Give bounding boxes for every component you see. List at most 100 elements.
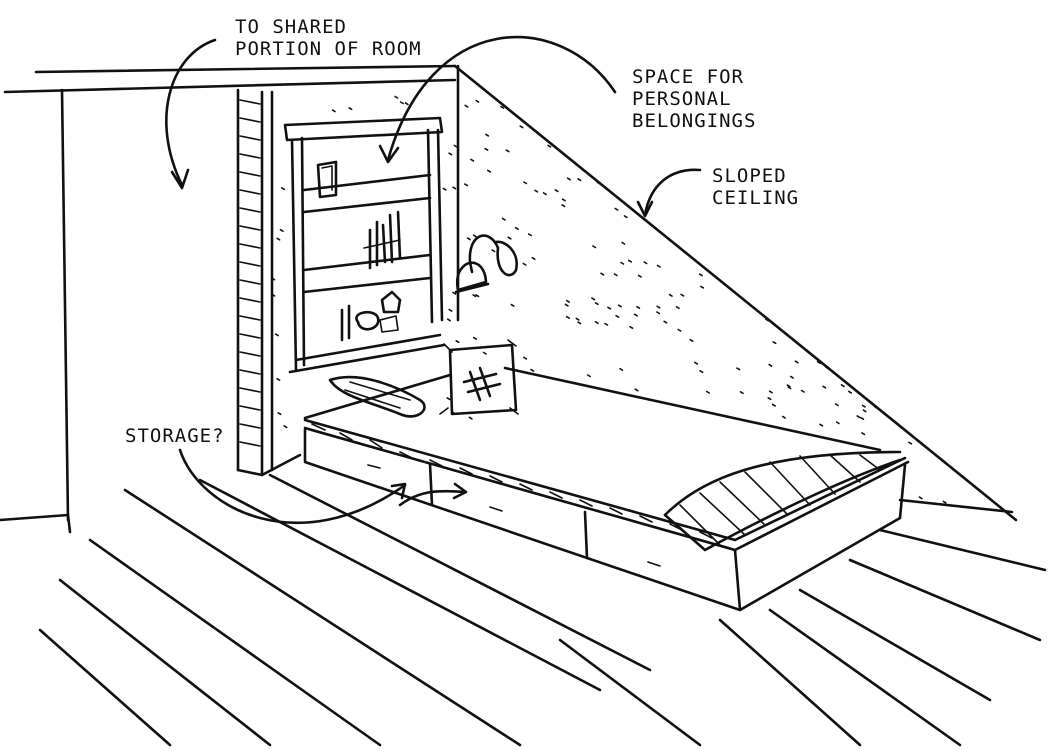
annotation-arrows bbox=[165, 36, 702, 524]
stipple-dot bbox=[856, 415, 861, 419]
stipple-dot bbox=[527, 233, 533, 237]
stipple-dot bbox=[482, 351, 487, 355]
stipple-dot bbox=[591, 297, 596, 301]
stipple-dot bbox=[475, 99, 480, 103]
stipple-dot bbox=[861, 404, 866, 408]
stipple-dot bbox=[523, 181, 528, 185]
stipple-dot bbox=[847, 390, 853, 394]
stipple-dot bbox=[629, 325, 634, 330]
stipple-dot bbox=[874, 406, 879, 410]
stipple-dot bbox=[705, 390, 711, 394]
stipple-dot bbox=[613, 273, 618, 277]
stipple-dot bbox=[500, 105, 505, 109]
stipple-dot bbox=[604, 322, 609, 326]
stipple-dot bbox=[522, 262, 527, 266]
stipple-dot bbox=[514, 226, 519, 230]
stipple-dot bbox=[819, 423, 824, 427]
stipple-dot bbox=[693, 361, 699, 365]
stipple-dot bbox=[348, 107, 353, 111]
stipple-dot bbox=[280, 187, 286, 191]
stipple-dot bbox=[399, 101, 404, 105]
stipple-dot bbox=[677, 328, 682, 332]
stipple-dot bbox=[491, 249, 496, 253]
built-in-bookshelf bbox=[283, 116, 446, 374]
stipple-dot bbox=[861, 432, 866, 436]
stipple-dot bbox=[271, 293, 276, 297]
stipple-dot bbox=[627, 259, 633, 263]
label-storage: STORAGE? bbox=[125, 425, 225, 447]
stipple-dot bbox=[448, 152, 453, 156]
stipple-dot bbox=[505, 149, 510, 153]
stipple-dot bbox=[643, 261, 648, 265]
stipple-dot bbox=[534, 189, 539, 193]
label-shared-portion: TO SHARED PORTION OF ROOM bbox=[235, 16, 422, 60]
stipple-dot bbox=[472, 336, 478, 340]
stipple-dot bbox=[542, 192, 547, 196]
stipple-dot bbox=[547, 144, 552, 148]
stipple-dot bbox=[277, 411, 282, 416]
stipple-dot bbox=[767, 396, 772, 401]
stipple-dot bbox=[794, 360, 799, 364]
stipple-dot bbox=[455, 339, 460, 344]
stipple-dot bbox=[600, 272, 605, 276]
stipple-dot bbox=[822, 385, 827, 389]
stipple-dot bbox=[472, 234, 477, 238]
stipple-dot bbox=[475, 294, 480, 298]
stipple-dot bbox=[768, 390, 773, 394]
stipple-dot bbox=[633, 313, 638, 317]
stipple-dot bbox=[501, 217, 506, 221]
stipple-dot bbox=[786, 384, 791, 388]
stipple-dot bbox=[554, 189, 559, 193]
stipple-dot bbox=[620, 261, 625, 265]
stipple-dot bbox=[453, 144, 458, 148]
stipple-dot bbox=[452, 186, 457, 190]
stipple-dot bbox=[446, 397, 451, 401]
stipple-dot bbox=[623, 215, 628, 219]
stipple-dot bbox=[577, 321, 582, 325]
stipple-dot bbox=[331, 109, 336, 113]
stipple-dot bbox=[617, 304, 622, 308]
stipple-dot bbox=[689, 338, 694, 343]
stipple-dot bbox=[276, 237, 281, 241]
stipple-dot bbox=[787, 386, 792, 390]
stipple-dot bbox=[594, 320, 599, 325]
stipple-dot bbox=[442, 187, 447, 191]
stipple-dot bbox=[918, 496, 923, 500]
stipple-dot bbox=[519, 125, 524, 129]
stipple-dot bbox=[472, 294, 477, 298]
stipple-dot bbox=[586, 374, 592, 378]
stipple-dot bbox=[446, 318, 452, 322]
stipple-dot bbox=[656, 264, 661, 268]
stipple-dot bbox=[736, 367, 741, 371]
stipple-dot bbox=[486, 169, 492, 173]
stipple-dot bbox=[668, 293, 673, 297]
stipple-dot bbox=[565, 299, 571, 303]
stipple-dot bbox=[764, 318, 770, 322]
stipple-dot bbox=[831, 370, 836, 375]
wall-lamp bbox=[454, 234, 518, 294]
stipple-dot bbox=[656, 311, 661, 315]
stipple-dot bbox=[619, 367, 624, 372]
stipple-dot bbox=[452, 291, 457, 295]
stipple-dot bbox=[463, 183, 469, 187]
stipple-dot bbox=[781, 415, 787, 419]
stipple-dot bbox=[607, 306, 612, 310]
stipple-dot bbox=[470, 158, 475, 162]
stipple-dot bbox=[523, 356, 528, 360]
stipple-dot bbox=[466, 237, 471, 241]
stipple-dot bbox=[531, 256, 536, 261]
stipple-dot bbox=[789, 375, 795, 379]
stipple-dot bbox=[862, 409, 867, 413]
stipple-dot bbox=[283, 425, 288, 429]
stipple-dot bbox=[739, 390, 744, 395]
stipple-dot bbox=[800, 389, 805, 393]
stipple-dot bbox=[636, 305, 641, 310]
stipple-dot bbox=[575, 317, 580, 321]
stipple-dot bbox=[834, 403, 839, 407]
stipple-dot bbox=[561, 204, 566, 208]
stipple-dot bbox=[656, 305, 661, 309]
stipple-dot bbox=[592, 245, 597, 249]
stipple-dot bbox=[565, 315, 571, 320]
stipple-dot bbox=[577, 178, 582, 182]
